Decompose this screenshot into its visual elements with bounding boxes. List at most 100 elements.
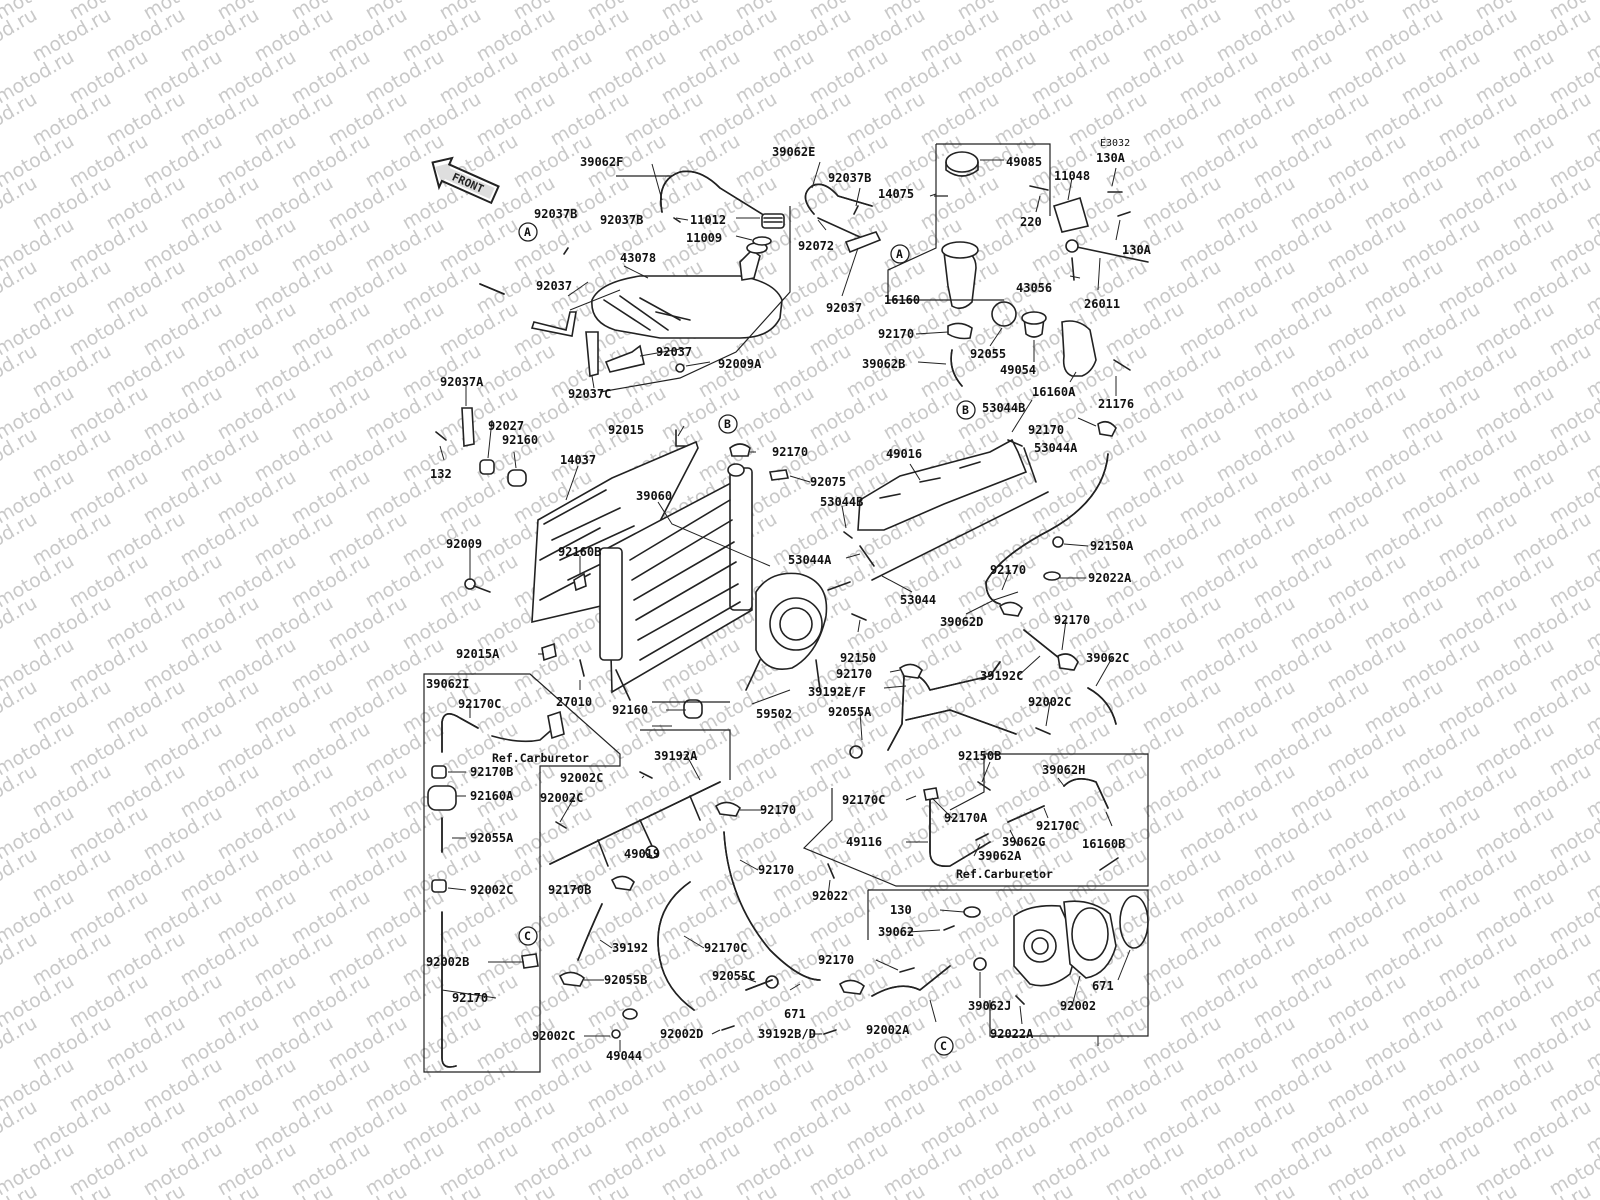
- bracket-92015a: [541, 642, 557, 662]
- bolt-130: [943, 925, 955, 931]
- clip-92075: [769, 469, 789, 481]
- bolt-92002c-m: [827, 863, 835, 879]
- hose-39062i: [441, 713, 479, 753]
- part-label: 49044: [606, 1049, 642, 1063]
- part-label: 92002C: [470, 883, 513, 897]
- circle-markers: A A B B C C: [518, 222, 976, 1056]
- part-label: 92037B: [534, 207, 577, 221]
- bracket-92037-d: [604, 344, 645, 373]
- part-label: 130A: [1096, 151, 1126, 165]
- fitting-carb-left: [547, 710, 565, 740]
- part-label: 92037: [656, 345, 692, 359]
- bolt-92002d: [823, 1029, 837, 1035]
- part-label: 16160: [884, 293, 920, 307]
- marker-circle: [718, 414, 738, 434]
- part-label: 39062G: [1002, 835, 1045, 849]
- part-label: 92027: [488, 419, 524, 433]
- part-label: 49054: [1000, 363, 1036, 377]
- bolt-92002c-c: [639, 771, 653, 779]
- clamp-92170-e: [1097, 420, 1117, 437]
- radiator-39060: [599, 463, 753, 701]
- part-label: 26011: [1084, 297, 1120, 311]
- part-label: 220: [1020, 215, 1042, 229]
- part-label: 92170C: [704, 941, 747, 955]
- part-label: 92022A: [990, 1027, 1034, 1041]
- bolt-220: [1029, 185, 1049, 191]
- part-label: 49019: [624, 847, 660, 861]
- bolt-132: [435, 431, 447, 441]
- part-label: 92150A: [1090, 539, 1134, 553]
- box-carb-left: [423, 673, 621, 1073]
- part-label: 92150: [840, 651, 876, 665]
- marker-circle: [518, 222, 538, 242]
- tube-53044b-b: [843, 531, 853, 539]
- part-label: 39062D: [940, 615, 983, 629]
- fan-59502: [745, 572, 851, 691]
- clamp-92170b: [431, 765, 447, 779]
- part-label: 92002: [1060, 999, 1096, 1013]
- bolt-92002-l: [611, 1029, 621, 1039]
- bolt-92009: [464, 578, 476, 590]
- part-label: 92002C: [540, 791, 583, 805]
- clamp-92170-f: [898, 663, 923, 679]
- bolt-92002c-r: [1035, 727, 1051, 735]
- ref-carburetor-left: Ref.Carburetor: [492, 751, 589, 765]
- part-label: 39062J: [968, 999, 1011, 1013]
- marker-c-left: C: [524, 929, 531, 943]
- part-label: 92170: [836, 667, 872, 681]
- clamp-92170c-l: [521, 953, 539, 969]
- front-arrow-icon: FRONT: [431, 156, 500, 205]
- bracket-92037-b: [530, 311, 577, 337]
- washer-92022: [963, 906, 981, 918]
- o-ring-92055a-b: [645, 845, 659, 859]
- grommet-92160a: [427, 785, 457, 811]
- grommet-92160-bottom: [683, 699, 703, 719]
- o-ring-671-r: [973, 957, 987, 971]
- part-label: 59502: [756, 707, 792, 721]
- clamp-92170-j: [838, 979, 865, 995]
- part-label: 53044B: [820, 495, 863, 509]
- clamp-92170-g: [714, 801, 741, 817]
- part-label: 92170: [452, 991, 488, 1005]
- part-label: 14037: [560, 453, 596, 467]
- part-label: 92072: [798, 239, 834, 253]
- part-label: 92170: [760, 803, 796, 817]
- part-label: 92009A: [718, 357, 762, 371]
- part-label: 39062A: [978, 849, 1022, 863]
- cover-49016: [857, 438, 1028, 531]
- bracket-11048: [1053, 196, 1090, 233]
- part-label: 92015A: [456, 647, 500, 661]
- bolt-92002b: [899, 967, 915, 973]
- part-label: 92170C: [842, 793, 885, 807]
- part-label: 92150B: [958, 749, 1001, 763]
- cap-seal: [752, 236, 772, 246]
- clamp-92170-i: [558, 971, 585, 987]
- bolt-92150a: [1052, 536, 1064, 548]
- part-label: 53044: [900, 593, 936, 607]
- part-label: 92160: [612, 703, 648, 717]
- clamp-92170b-2: [431, 879, 447, 893]
- bracket-92037a: [461, 407, 475, 447]
- part-label: 92160A: [470, 789, 514, 803]
- grommet-92027: [479, 459, 495, 475]
- part-label: 92170: [772, 445, 808, 459]
- part-label: 92037B: [600, 213, 643, 227]
- part-label: 11012: [690, 213, 726, 227]
- part-label: 92170A: [944, 811, 988, 825]
- part-label: 43078: [620, 251, 656, 265]
- part-label: 671: [784, 1007, 806, 1021]
- part-label: 39192A: [654, 749, 698, 763]
- ref-carburetor-right: Ref.Carburetor: [956, 867, 1053, 881]
- bolt-92002a: [1015, 995, 1025, 1005]
- part-label: 92170C: [1036, 819, 1079, 833]
- part-label: 16160B: [1082, 837, 1125, 851]
- part-label: 92009: [446, 537, 482, 551]
- clamp-92170-c: [998, 601, 1023, 617]
- part-label: 49085: [1006, 155, 1042, 169]
- bolt-92002c-b: [721, 1025, 735, 1031]
- box-cap-group: [887, 143, 1051, 301]
- part-label: 92037B: [828, 171, 871, 185]
- part-label: 92022A: [1088, 571, 1132, 585]
- part-label: 92037: [826, 301, 862, 315]
